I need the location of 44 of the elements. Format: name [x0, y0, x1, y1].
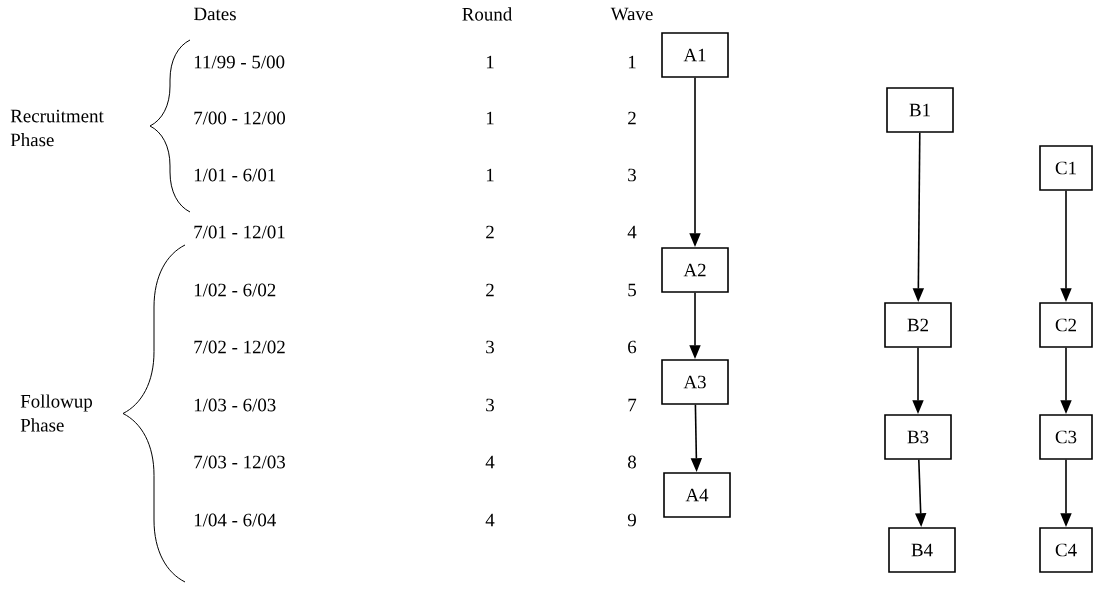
- process-box: B1: [886, 87, 954, 133]
- process-box: A3: [661, 359, 729, 405]
- table-cell: 1/01 - 6/01: [194, 168, 276, 182]
- table-cell: 4: [627, 225, 637, 239]
- table-cell: 3: [628, 168, 636, 182]
- table-cell: 4: [485, 455, 495, 469]
- column-header: Dates: [194, 7, 236, 21]
- table-cell: 2: [486, 283, 494, 297]
- process-box: C2: [1039, 302, 1093, 348]
- table-cell: 1: [486, 168, 494, 182]
- table-cell: 1: [486, 111, 494, 125]
- table-cell: 7: [628, 398, 637, 412]
- table-cell: 2: [628, 111, 636, 125]
- column-header: Round: [462, 7, 512, 21]
- table-cell: 4: [485, 513, 495, 527]
- table-cell: 1: [486, 55, 494, 69]
- process-box: A4: [663, 472, 731, 518]
- table-cell: 7/00 - 12/00: [194, 111, 285, 125]
- process-box: B4: [888, 527, 956, 573]
- table-cell: 1/04 - 6/04: [194, 513, 276, 527]
- phase-label: Recruitment Phase: [10, 109, 104, 147]
- table-cell: 6: [628, 340, 637, 354]
- table-cell: 7/01 - 12/01: [194, 225, 285, 239]
- table-cell: 8: [628, 455, 636, 469]
- table-cell: 9: [627, 513, 636, 527]
- table-cell: 1: [628, 55, 636, 69]
- column-header: Wave: [610, 7, 653, 21]
- table-cell: 1/03 - 6/03: [194, 398, 276, 412]
- table-cell: 2: [486, 225, 494, 239]
- process-box: B3: [884, 414, 952, 460]
- table-cell: 3: [486, 340, 494, 354]
- phase-label: Followup Phase: [20, 394, 93, 432]
- process-box: C4: [1039, 527, 1093, 573]
- table-cell: 7/03 - 12/03: [194, 455, 285, 469]
- table-cell: 5: [628, 283, 636, 297]
- table-cell: 7/02 - 12/02: [194, 340, 285, 354]
- table-cell: 1/02 - 6/02: [194, 283, 276, 297]
- table-cell: 3: [486, 398, 494, 412]
- table-cell: 11/99 - 5/00: [194, 55, 285, 69]
- process-box: C1: [1039, 145, 1093, 191]
- process-box: A2: [661, 247, 729, 293]
- process-box: C3: [1039, 414, 1093, 460]
- process-box: A1: [661, 32, 729, 78]
- process-box: B2: [884, 302, 952, 348]
